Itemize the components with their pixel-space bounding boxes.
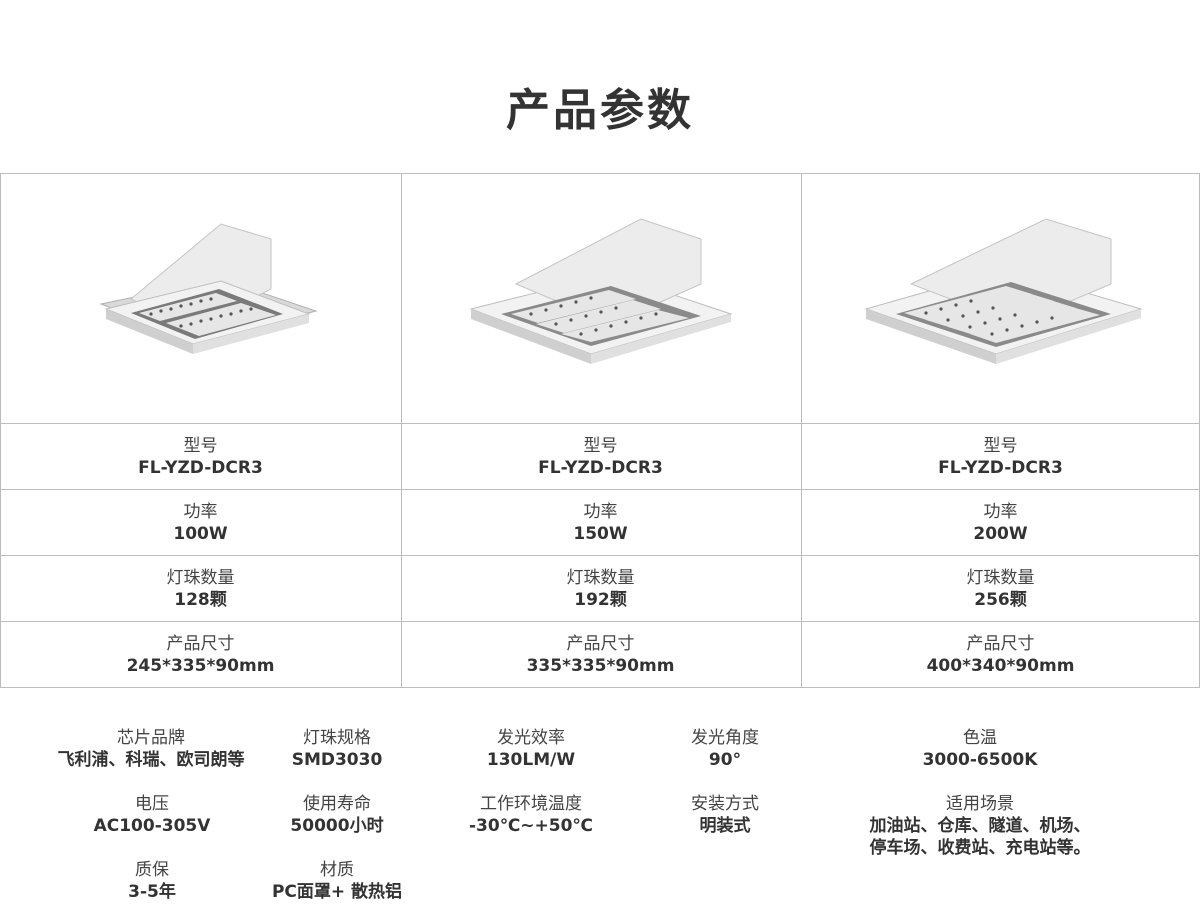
- column-divider: [401, 174, 402, 687]
- spec-label: 型号: [983, 436, 1018, 456]
- spec-value: 200W: [973, 524, 1028, 544]
- param-led-spec: 灯珠规格 SMD3030: [262, 727, 412, 771]
- spec-size-cell: 产品尺寸 400*340*90mm: [801, 622, 1200, 688]
- spec-value: 256颗: [974, 590, 1027, 610]
- row-divider: [1, 621, 1199, 622]
- spec-table: 型号 FL-YZD-DCR3 功率 100W 灯珠数量 128颗 产品尺寸 24…: [0, 173, 1200, 688]
- spec-value: FL-YZD-DCR3: [938, 458, 1063, 478]
- spec-model-cell: 型号 FL-YZD-DCR3: [801, 424, 1200, 490]
- param-chip: 芯片品牌 飞利浦、科瑞、欧司朗等: [40, 727, 262, 771]
- spec-label: 灯珠数量: [966, 568, 1035, 588]
- param-temperature: 工作环境温度 -30℃~+50℃: [446, 793, 616, 837]
- spec-label: 功率: [183, 502, 218, 522]
- param-label: 芯片品牌: [117, 728, 185, 748]
- spec-led-cell: 灯珠数量 256颗: [801, 556, 1200, 622]
- param-value: SMD3030: [291, 750, 383, 770]
- spec-power-cell: 功率 150W: [401, 490, 800, 556]
- spec-value: FL-YZD-DCR3: [138, 458, 263, 478]
- spec-value: 100W: [173, 524, 228, 544]
- spec-label: 产品尺寸: [966, 634, 1035, 654]
- param-value: 飞利浦、科瑞、欧司朗等: [57, 750, 245, 770]
- row-divider: [1, 555, 1199, 556]
- spec-size-cell: 产品尺寸 335*335*90mm: [401, 622, 800, 688]
- spec-label: 灯珠数量: [566, 568, 635, 588]
- spec-label: 功率: [583, 502, 618, 522]
- param-label: 工作环境温度: [480, 794, 582, 814]
- param-label: 灯珠规格: [303, 728, 371, 748]
- spec-power-cell: 功率 200W: [801, 490, 1200, 556]
- spec-power-cell: 功率 100W: [1, 490, 400, 556]
- spec-label: 功率: [983, 502, 1018, 522]
- param-material: 材质 PC面罩+ 散热铝: [247, 859, 427, 903]
- spec-label: 产品尺寸: [566, 634, 635, 654]
- param-efficacy: 发光效率 130LM/W: [446, 727, 616, 771]
- column-divider: [801, 174, 802, 687]
- spec-value: FL-YZD-DCR3: [538, 458, 663, 478]
- param-value: 加油站、仓库、隧道、机场、: [869, 816, 1091, 836]
- param-angle: 发光角度 90°: [660, 727, 790, 771]
- spec-size-cell: 产品尺寸 245*335*90mm: [1, 622, 400, 688]
- param-application: 适用场景 加油站、仓库、隧道、机场、 停车场、收费站、充电站等。: [840, 793, 1120, 859]
- page-title: 产品参数: [506, 85, 694, 136]
- param-value: AC100-305V: [93, 816, 211, 836]
- param-install: 安装方式 明装式: [660, 793, 790, 837]
- param-value: 明装式: [699, 816, 751, 836]
- param-value: PC面罩+ 散热铝: [271, 882, 403, 902]
- param-value: 3000-6500K: [922, 750, 1038, 770]
- param-lifespan: 使用寿命 50000小时: [262, 793, 412, 837]
- param-label: 材质: [320, 860, 354, 880]
- spec-value: 128颗: [174, 590, 227, 610]
- param-label: 色温: [963, 728, 997, 748]
- spec-value: 400*340*90mm: [926, 656, 1075, 676]
- spec-value: 192颗: [574, 590, 627, 610]
- spec-value: 335*335*90mm: [526, 656, 675, 676]
- spec-label: 型号: [183, 436, 218, 456]
- product-image-200w: [801, 174, 1200, 423]
- param-label: 安装方式: [691, 794, 759, 814]
- row-divider: [1, 489, 1199, 490]
- spec-value: 150W: [573, 524, 628, 544]
- spec-label: 型号: [583, 436, 618, 456]
- row-divider: [1, 423, 1199, 424]
- param-label: 使用寿命: [303, 794, 371, 814]
- spec-model-cell: 型号 FL-YZD-DCR3: [1, 424, 400, 490]
- param-cct: 色温 3000-6500K: [860, 727, 1100, 771]
- spec-label: 灯珠数量: [166, 568, 235, 588]
- param-warranty: 质保 3-5年: [60, 859, 244, 903]
- param-label: 发光角度: [691, 728, 759, 748]
- spec-led-cell: 灯珠数量 128颗: [1, 556, 400, 622]
- product-image-100w: [1, 174, 400, 423]
- param-label: 质保: [135, 860, 169, 880]
- spec-led-cell: 灯珠数量 192颗: [401, 556, 800, 622]
- param-label: 发光效率: [497, 728, 565, 748]
- spec-model-cell: 型号 FL-YZD-DCR3: [401, 424, 800, 490]
- param-value: 50000小时: [290, 816, 384, 836]
- spec-value: 245*335*90mm: [126, 656, 275, 676]
- spec-label: 产品尺寸: [166, 634, 235, 654]
- product-image-150w: [401, 174, 800, 423]
- param-label: 适用场景: [946, 794, 1014, 814]
- param-value: 3-5年: [128, 882, 176, 902]
- param-voltage: 电压 AC100-305V: [60, 793, 244, 837]
- param-value: -30℃~+50℃: [468, 816, 594, 836]
- param-value: 130LM/W: [486, 750, 576, 770]
- param-value: 停车场、收费站、充电站等。: [869, 838, 1091, 858]
- param-label: 电压: [135, 794, 169, 814]
- param-value: 90°: [708, 750, 742, 770]
